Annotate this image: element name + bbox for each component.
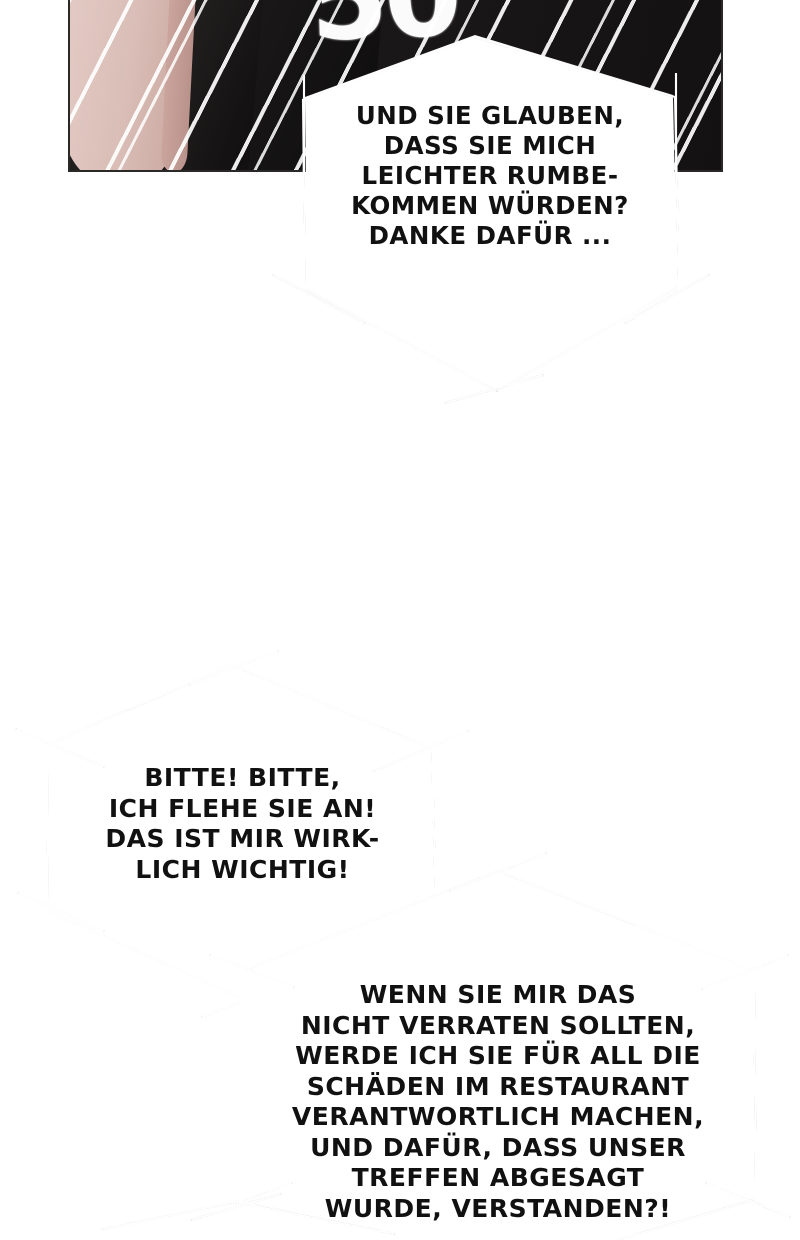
speech-bubble-2: BITTE! BITTE, ICH FLEHE SIE AN! DAS IST … [15, 645, 469, 1023]
speech-bubble-4-outline [98, 1192, 396, 1240]
bubble-corner-ticks [98, 1192, 282, 1240]
speech-bubble-1-text: UND SIE GLAUBEN, DASS SIE MICH LEICHTER … [351, 101, 629, 250]
speech-bubble-3-outline [209, 851, 791, 1240]
speech-bubble-2-text: BITTE! BITTE, ICH FLEHE SIE AN! DAS IST … [105, 763, 380, 884]
speech-bubble-4-partial [95, 1192, 396, 1240]
speech-bubble-3-text: WENN SIE MIR DAS NICHT VERRATEN SOLLTEN,… [291, 980, 705, 1223]
speech-bubble-1-outline [272, 35, 710, 405]
speech-bubble-3: WENN SIE MIR DAS NICHT VERRATEN SOLLTEN,… [209, 851, 791, 1240]
speech-bubble-1: UND SIE GLAUBEN, DASS SIE MICH LEICHTER … [272, 35, 710, 405]
bubble-corner-ticks [272, 73, 710, 405]
